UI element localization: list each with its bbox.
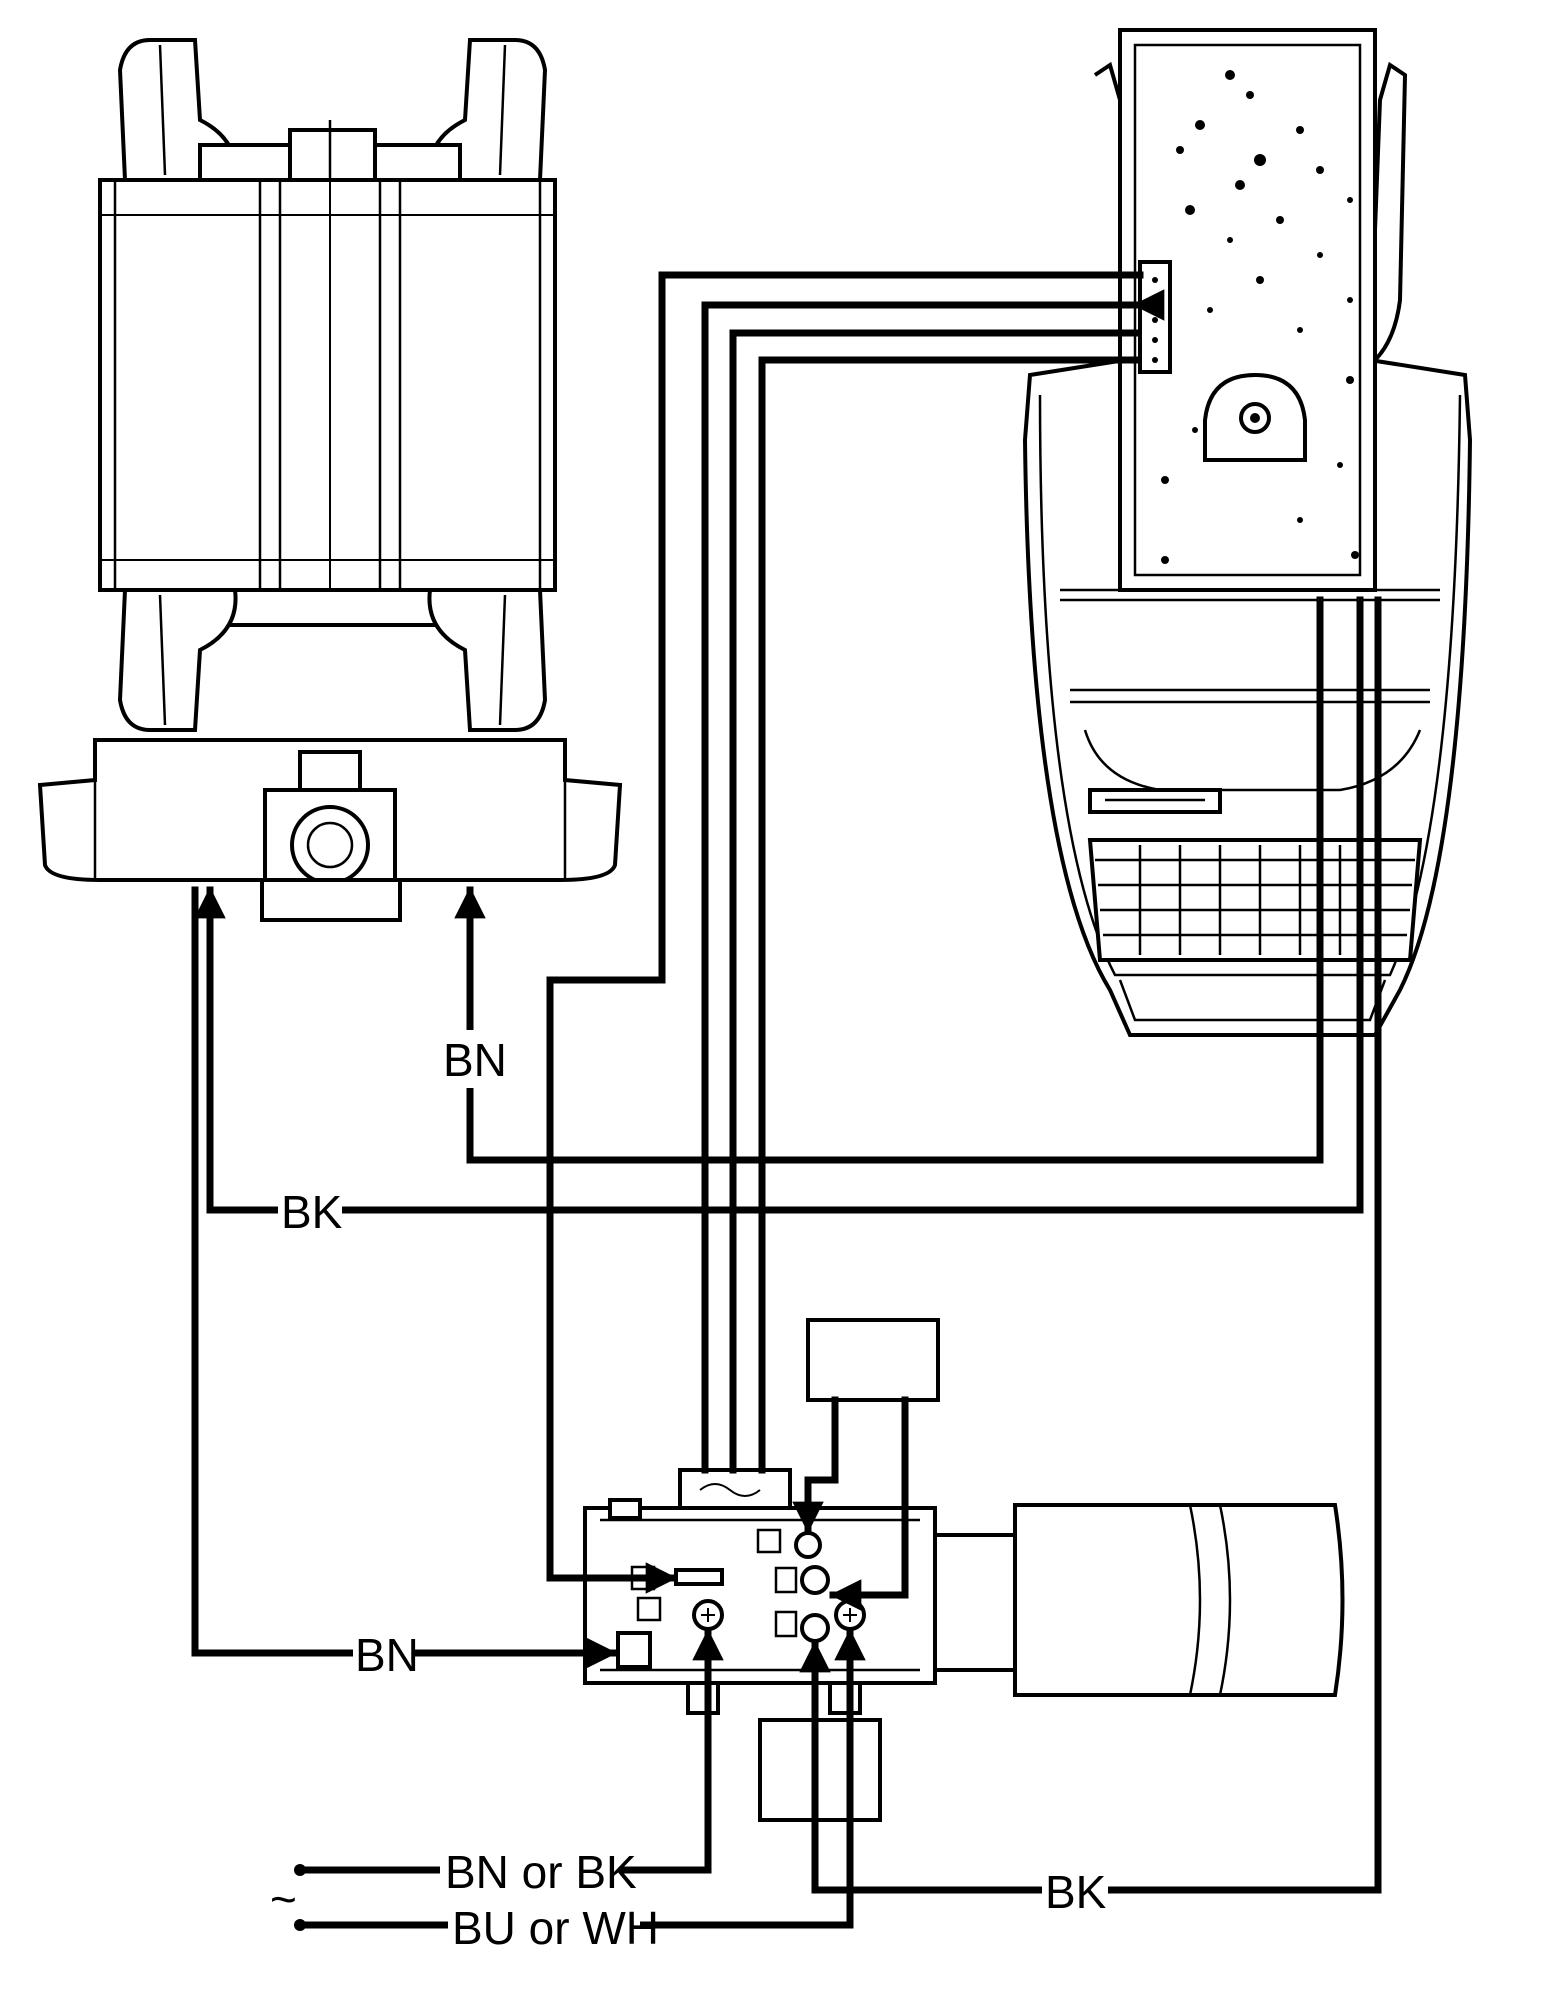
motor-output-coupling (260, 750, 402, 922)
power-unit (583, 1318, 1345, 1822)
wire-labels: BN BK BN BN or BK BU or WH BK ~ (270, 1030, 1108, 1956)
label-supply-live: BN or BK (445, 1846, 637, 1898)
supply-live-terminal-dot (294, 1864, 306, 1876)
motor (37, 38, 623, 922)
terminal-connector-plug (678, 1468, 792, 1512)
label-ac-symbol: ~ (270, 1873, 297, 1925)
wire-supply-live (296, 1628, 724, 1874)
label-bn-motor: BN (443, 1034, 507, 1086)
label-bk-bottom: BK (1045, 1866, 1107, 1918)
wire-capacitor-2 (829, 1396, 909, 1611)
terminal-screw-top (794, 1531, 822, 1559)
drive-motor (933, 1503, 1345, 1697)
terminal-block-thermal (616, 1631, 652, 1669)
motor-upper-brackets (117, 38, 548, 182)
wire-bn-terminal (191, 886, 618, 1669)
wire-capacitor-1 (792, 1396, 839, 1534)
wire-bk-motor (194, 596, 1364, 1214)
control-unit (1022, 28, 1473, 1037)
label-bn-terminal: BN (355, 1629, 419, 1681)
supply-neutral-terminal-dot (294, 1919, 306, 1931)
wire-signal-1 (546, 271, 1144, 1594)
label-bk-motor: BK (281, 1186, 343, 1238)
circuit-board-components (1161, 70, 1359, 564)
terminal-screw-mid (800, 1565, 830, 1595)
capacitor-box (806, 1318, 940, 1402)
motor-stator-slots (100, 150, 555, 620)
wire-signal-4 (758, 356, 1140, 1474)
wire-signal-2 (701, 289, 1165, 1474)
motor-stator (98, 178, 557, 592)
wire-bn-motor (454, 596, 1324, 1164)
terminal-screw-low (800, 1613, 830, 1643)
wire-signal-3 (729, 329, 1140, 1474)
motor-lower-brackets (117, 588, 548, 732)
cable-glands (686, 1681, 882, 1822)
control-unit-vent-grille (1087, 838, 1423, 962)
label-supply-neutral: BU or WH (452, 1902, 659, 1954)
